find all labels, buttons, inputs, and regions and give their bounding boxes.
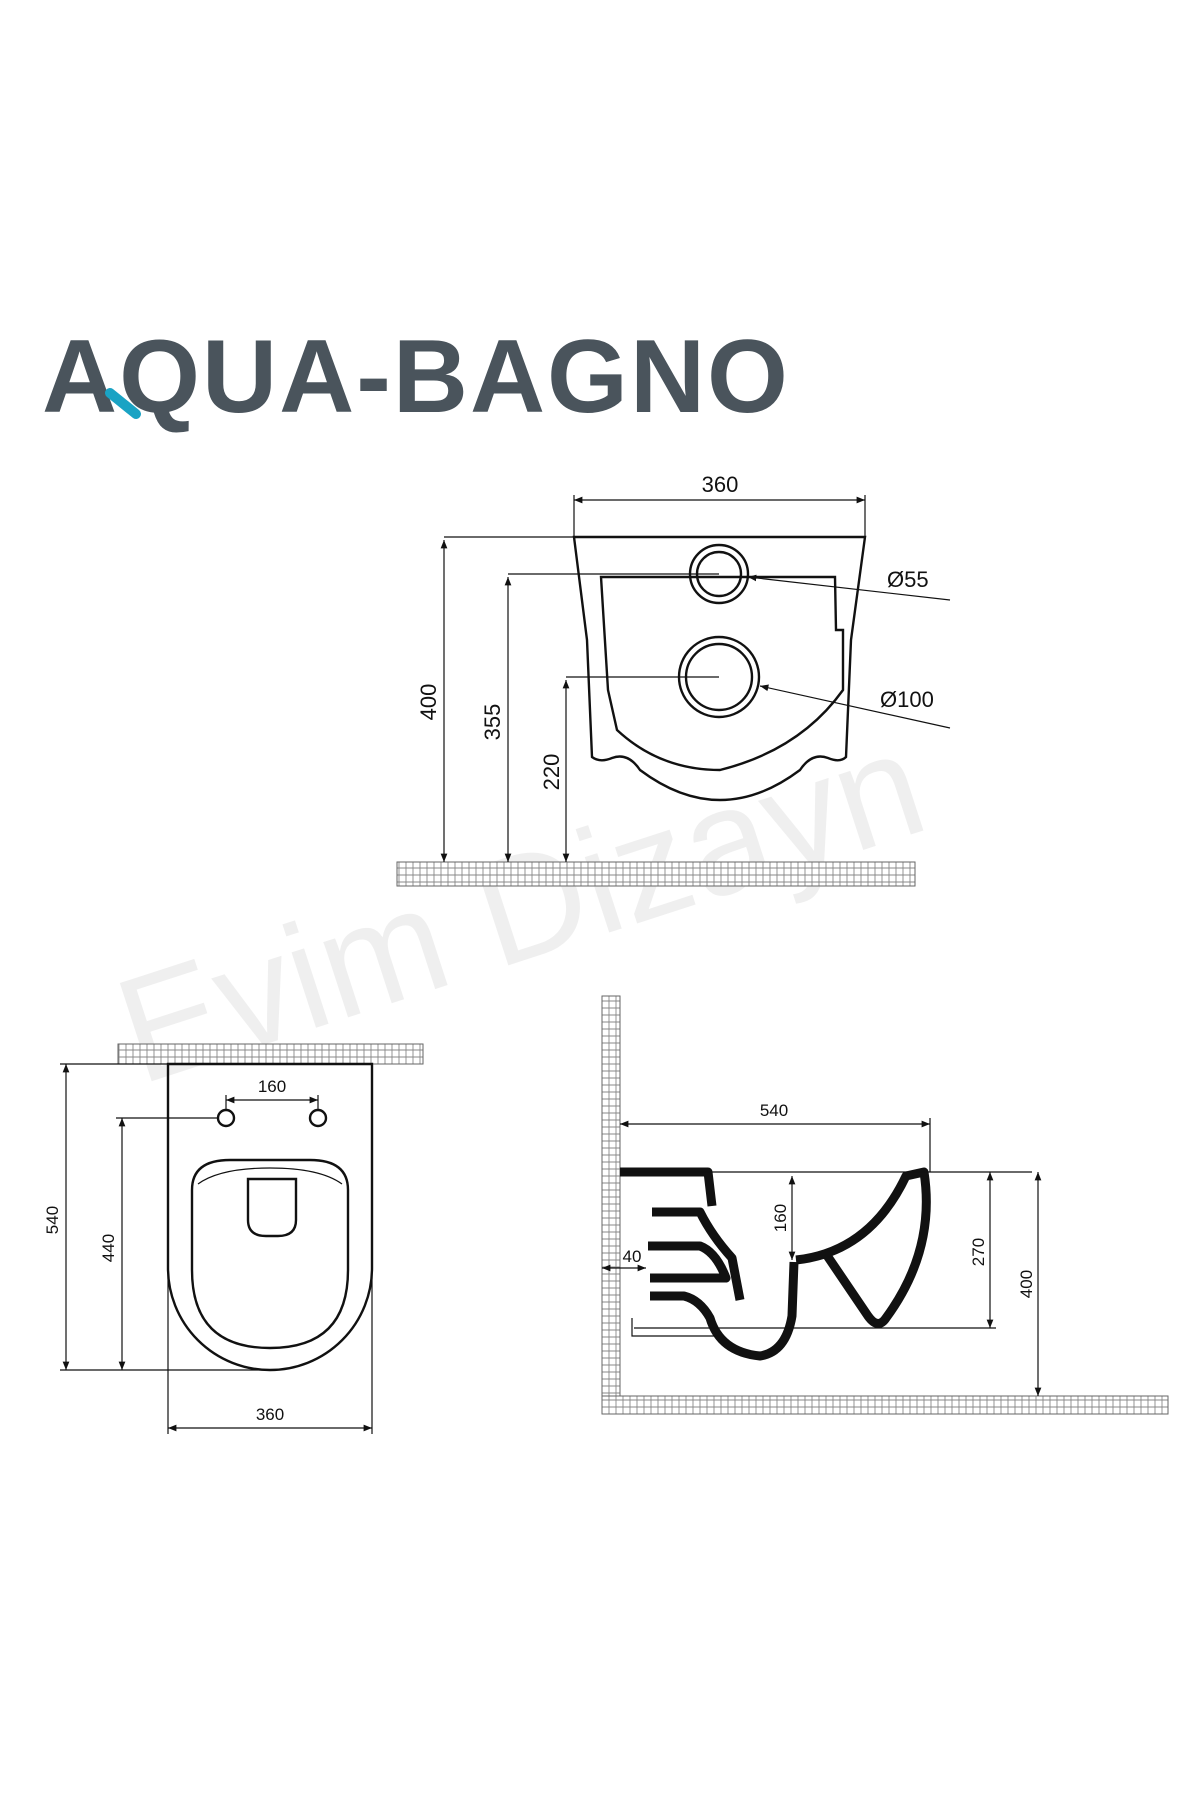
side-bowl-profile: [652, 1207, 745, 1301]
small-hole-height-label: 355: [480, 704, 505, 741]
bolt-spacing-label: 160: [258, 1077, 286, 1096]
brand-name: AQUA-BAGNO: [42, 319, 790, 435]
front-height-label: 400: [416, 684, 441, 721]
top-hinge: [246, 1177, 298, 1238]
bolt-depth-label: 440: [99, 1234, 118, 1262]
top-seat: [190, 1158, 350, 1350]
bolt-hole-right: [308, 1108, 328, 1128]
front-outline-main: [572, 535, 867, 802]
side-rim-back: [620, 1167, 717, 1207]
top-wall-tiles: [117, 1043, 424, 1065]
brand-accent-mark: [105, 388, 141, 419]
wall-gap-label: 40: [623, 1247, 642, 1266]
front-width-label: 360: [702, 472, 739, 497]
top-depth-label: 540: [43, 1206, 62, 1234]
bowl-depth-label: 160: [771, 1204, 790, 1232]
front-floor-tiles: [396, 861, 916, 887]
side-depth-label: 540: [760, 1101, 788, 1120]
top-outline: [166, 1062, 374, 1372]
rim-height-label: 270: [969, 1238, 988, 1266]
brand-logo: AQUA-BAGNO: [42, 319, 790, 435]
floor-height-label: 400: [1017, 1270, 1036, 1298]
bolt-hole-left: [216, 1108, 236, 1128]
top-seat-rim: [197, 1167, 343, 1185]
side-outlet: [650, 1261, 799, 1361]
side-bowl-curve: [795, 1167, 931, 1328]
front-view: 360 400 355 220 Ø55 Ø100: [396, 472, 951, 887]
side-outline-thin: [631, 1318, 720, 1337]
large-hole-diameter-label: Ø100: [880, 687, 934, 712]
side-floor-tiles: [601, 1395, 1169, 1415]
top-view: 160 540 440 360: [43, 1043, 424, 1434]
front-inner-contour: [599, 575, 845, 772]
side-trap: [648, 1241, 731, 1283]
side-wall-tiles: [601, 995, 621, 1409]
side-view: 540 160 40 270 400: [601, 995, 1169, 1415]
top-width-label: 360: [256, 1405, 284, 1424]
large-hole-height-label: 220: [539, 754, 564, 791]
small-hole-diameter-label: Ø55: [887, 567, 929, 592]
